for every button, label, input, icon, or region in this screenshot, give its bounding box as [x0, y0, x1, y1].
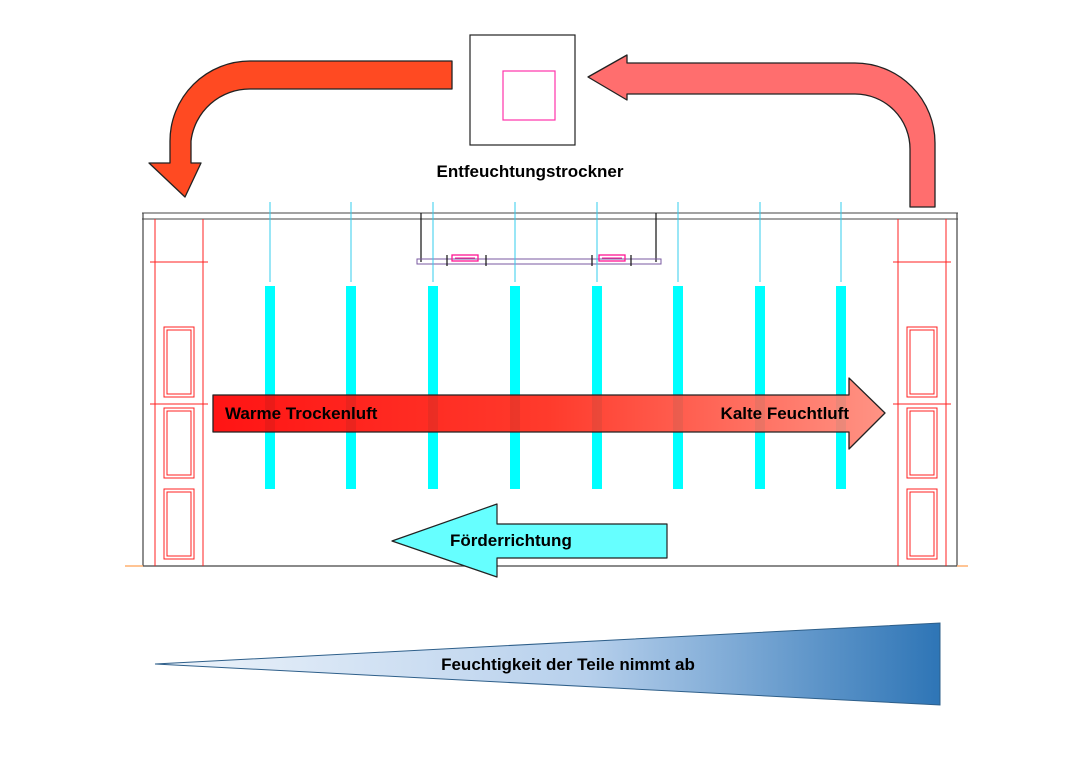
hanging-part [755, 202, 765, 489]
hanging-part [265, 202, 275, 489]
moisture-decrease-wedge [154, 622, 941, 706]
hanging-part [673, 202, 683, 489]
hanging-part [346, 202, 356, 489]
hanging-parts [265, 202, 846, 489]
hanging-part [836, 202, 846, 489]
airflow-arrow [212, 377, 886, 450]
dryer-label: Entfeuchtungstrockner [436, 162, 623, 181]
moisture-label: Feuchtigkeit der Teile nimmt ab [441, 655, 695, 674]
hanging-part [428, 202, 438, 489]
conveying-direction-arrow [391, 503, 668, 578]
moist-air-return-arrow [587, 54, 936, 208]
hanging-part [592, 202, 602, 489]
overhead-trolley [416, 213, 662, 266]
warm-air-label: Warme Trockenluft [225, 404, 378, 423]
hanging-part [510, 202, 520, 489]
left-door [150, 219, 208, 566]
dehumidifier-unit [469, 34, 576, 146]
tunnel-frame [125, 212, 968, 567]
right-door [893, 219, 951, 566]
dry-air-return-arrow [148, 60, 453, 198]
cold-air-label: Kalte Feuchtluft [721, 404, 850, 423]
conveying-direction-label: Förderrichtung [450, 531, 572, 550]
